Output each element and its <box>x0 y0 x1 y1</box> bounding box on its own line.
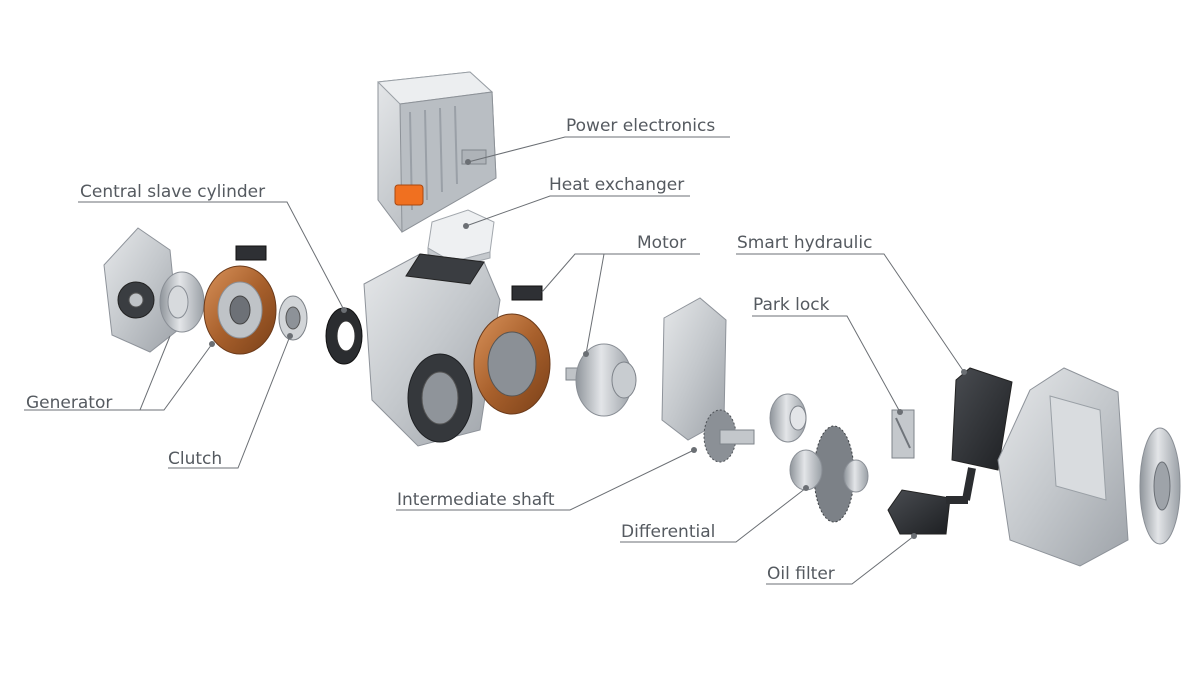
leader-smart-hydraulic <box>736 253 965 373</box>
leader-lines <box>24 136 967 585</box>
leader-power-electronics <box>467 136 730 163</box>
clutch-part <box>278 295 308 341</box>
leader-generator-2 <box>140 343 213 411</box>
leader-motor-2 <box>585 253 635 355</box>
leader-motor <box>541 253 700 293</box>
rear-housing-part <box>997 367 1129 567</box>
label-park-lock: Park lock <box>753 295 830 315</box>
generator-rotor-part <box>159 271 205 333</box>
label-heat-exchanger: Heat exchanger <box>549 175 684 195</box>
main-housing-part <box>363 253 501 447</box>
leader-central-slave-cylinder <box>78 201 345 311</box>
label-power-electronics: Power electronics <box>566 116 715 136</box>
leader-park-lock <box>752 315 901 413</box>
label-generator: Generator <box>26 393 112 413</box>
label-intermediate-shaft: Intermediate shaft <box>397 490 555 510</box>
leader-intermediate-shaft <box>396 449 695 511</box>
intermediate-shaft-part <box>703 409 755 463</box>
oil-filter-part <box>887 489 968 535</box>
label-motor: Motor <box>637 233 686 253</box>
end-disc-part <box>1139 427 1181 545</box>
motor-rotor-part <box>565 343 637 417</box>
generator-stator-part <box>203 245 277 355</box>
label-oil-filter: Oil filter <box>767 564 835 584</box>
differential-part <box>789 425 869 523</box>
orange-connector-icon <box>394 184 424 206</box>
central-slave-cylinder-part <box>325 307 363 365</box>
power-electronics-part <box>376 71 497 233</box>
motor-stator-part <box>473 285 551 415</box>
label-clutch: Clutch <box>168 449 222 469</box>
bearing-part <box>769 393 807 443</box>
label-central-slave-cylinder: Central slave cylinder <box>80 182 265 202</box>
leader-differential <box>620 487 807 543</box>
label-differential: Differential <box>621 522 715 542</box>
part-labels: Power electronics Heat exchanger Central… <box>26 116 872 584</box>
leader-clutch <box>168 335 291 469</box>
label-smart-hydraulic: Smart hydraulic <box>737 233 872 253</box>
smart-hydraulic-part <box>951 367 1013 501</box>
park-lock-part <box>891 409 915 459</box>
generator-cover-part <box>103 227 179 353</box>
leader-oil-filter <box>766 535 915 585</box>
leader-heat-exchanger <box>465 195 690 227</box>
